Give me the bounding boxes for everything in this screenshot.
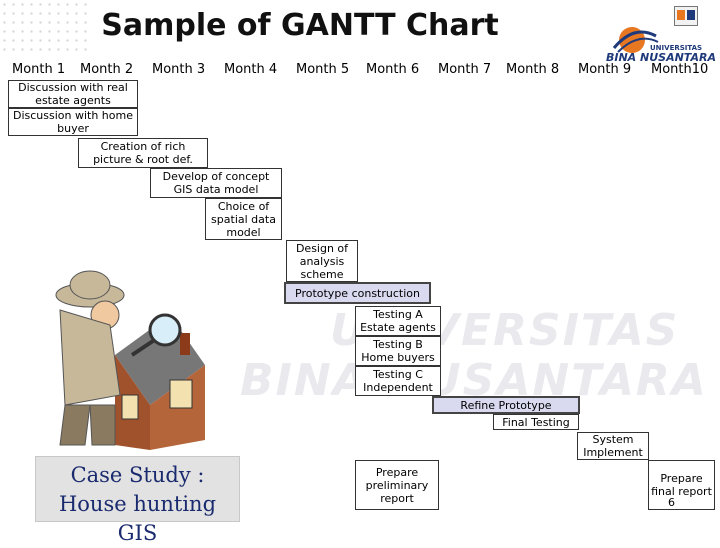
- task-testing-b: Testing B Home buyers: [355, 336, 441, 366]
- task-prepare-final-report: Prepare final report: [648, 460, 715, 510]
- task-refine-prototype: Refine Prototype: [432, 396, 580, 414]
- task-rich-picture-root-def: Creation of rich picture & root def.: [78, 138, 208, 168]
- task-discussion-home-buyer: Discussion with home buyer: [8, 108, 138, 136]
- month-5-header: Month 5: [296, 62, 349, 77]
- task-testing-a: Testing A Estate agents: [355, 306, 441, 336]
- month-3-header: Month 3: [152, 62, 205, 77]
- page-number: 6: [668, 496, 675, 509]
- month-4-header: Month 4: [224, 62, 277, 77]
- month-7-header: Month 7: [438, 62, 491, 77]
- task-system-implement: System Implement: [577, 432, 649, 460]
- month-8-header: Month 8: [506, 62, 559, 77]
- case-study-label: Case Study :: [36, 461, 239, 490]
- page-title: Sample of GANTT Chart: [0, 8, 600, 43]
- task-concept-gis-data-model: Develop of concept GIS data model: [150, 168, 282, 198]
- case-study-caption: Case Study : House hunting GIS: [35, 456, 240, 522]
- month-9-header: Month 9: [578, 62, 631, 77]
- month-6-header: Month 6: [366, 62, 419, 77]
- month-10-header: Month10: [651, 62, 708, 77]
- case-study-title: House hunting GIS: [36, 490, 239, 548]
- task-final-testing: Final Testing: [493, 414, 579, 430]
- task-prototype-construction: Prototype construction: [284, 282, 431, 304]
- task-prepare-preliminary-report: Prepare preliminary report: [355, 460, 439, 510]
- task-testing-c: Testing C Independent: [355, 366, 441, 396]
- detective-house-illustration: [20, 255, 220, 455]
- corner-badge-icon: [674, 6, 698, 26]
- task-design-analysis-scheme: Design of analysis scheme: [286, 240, 358, 282]
- task-choice-spatial-data-model: Choice of spatial data model: [205, 198, 282, 240]
- month-1-header: Month 1: [12, 62, 65, 77]
- task-discussion-real-estate-agents: Discussion with real estate agents: [8, 80, 138, 108]
- month-2-header: Month 2: [80, 62, 133, 77]
